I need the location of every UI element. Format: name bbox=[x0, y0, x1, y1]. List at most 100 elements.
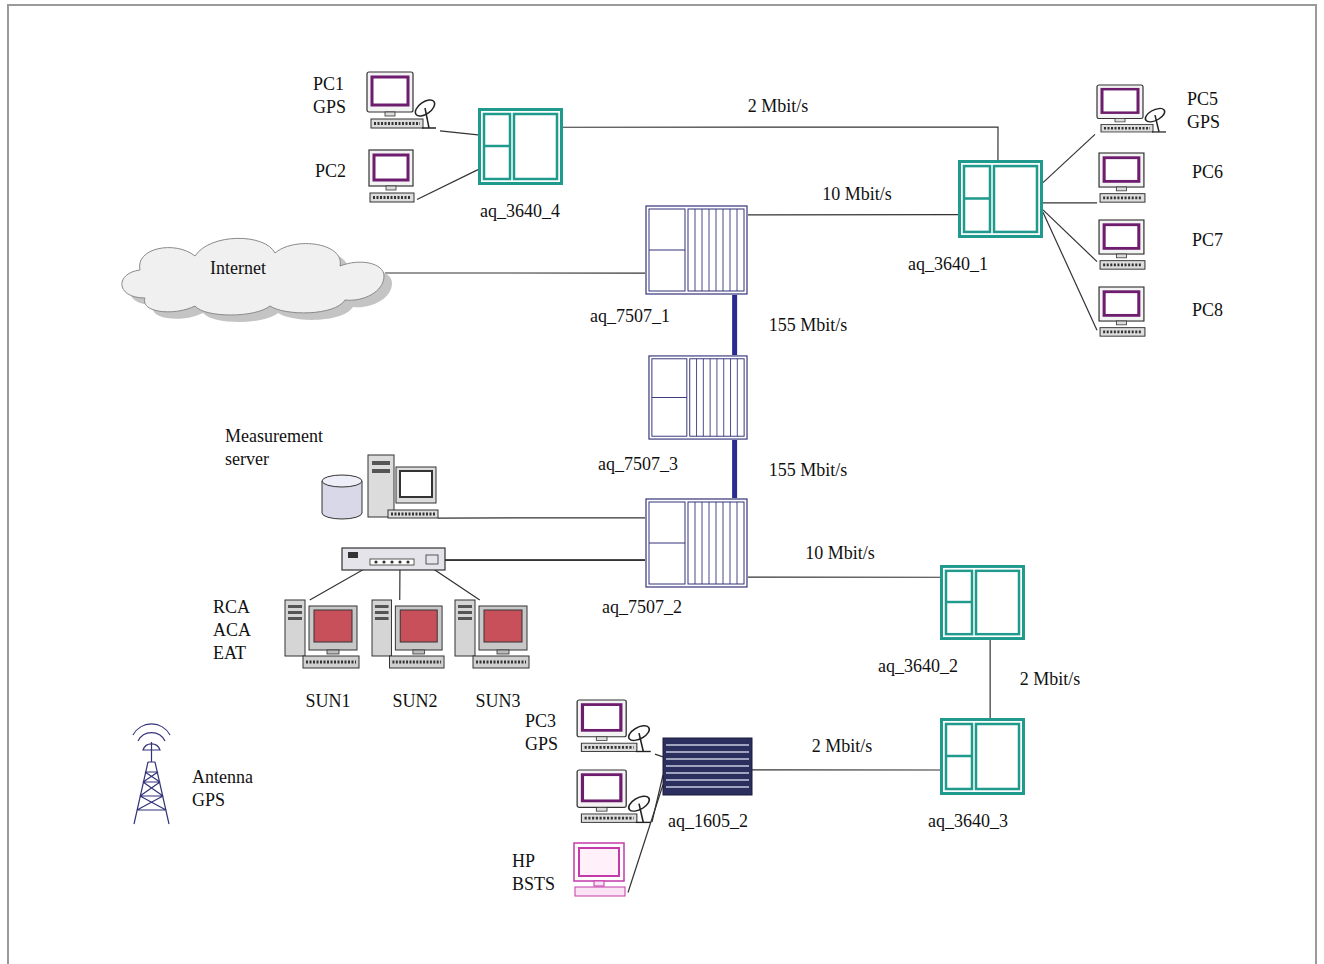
r7507-icon bbox=[645, 498, 748, 588]
router-case bbox=[646, 499, 747, 587]
router-case bbox=[649, 356, 747, 439]
label-holder: PC8 bbox=[1192, 299, 1223, 322]
router-slot bbox=[484, 114, 510, 179]
label-holder: aq_7507_3 bbox=[598, 453, 678, 476]
access-router: aq_3640_3 bbox=[940, 718, 1025, 795]
label-holder: SUN2 bbox=[392, 690, 437, 713]
node-label: aq_3640_2 bbox=[878, 655, 958, 678]
test-terminal: HP BSTS bbox=[572, 843, 628, 898]
label-holder: Measurement server bbox=[225, 425, 323, 471]
card-line bbox=[730, 502, 731, 584]
screen bbox=[372, 77, 408, 105]
pcdish-icon bbox=[575, 700, 655, 757]
keyboard bbox=[303, 656, 359, 668]
network-link bbox=[1043, 134, 1095, 182]
monitor bbox=[1099, 220, 1144, 254]
screen bbox=[400, 471, 432, 497]
hub-led bbox=[348, 552, 358, 558]
core-router: aq_7507_2 bbox=[645, 498, 748, 588]
keyboard bbox=[581, 814, 636, 822]
workstation-tower bbox=[285, 600, 305, 656]
label-holder: aq_3640_1 bbox=[908, 253, 988, 276]
card-line bbox=[737, 359, 738, 436]
link-label: 155 Mbit/s bbox=[766, 459, 851, 482]
r3640-icon bbox=[940, 565, 1025, 640]
network-link bbox=[417, 170, 478, 200]
node-label: aq_3640_4 bbox=[480, 200, 560, 223]
workstation: PC6 bbox=[1097, 153, 1148, 205]
node-label: Measurement server bbox=[225, 425, 323, 471]
page-frame bbox=[8, 5, 1316, 964]
label-holder: aq_7507_1 bbox=[590, 305, 670, 328]
access-router: aq_3640_4 bbox=[478, 108, 563, 185]
monitor bbox=[577, 700, 626, 737]
monitor-neck bbox=[327, 650, 339, 654]
monitor bbox=[369, 150, 413, 186]
keyboard bbox=[1100, 194, 1145, 203]
pc-icon bbox=[367, 150, 417, 205]
drive-slot bbox=[458, 617, 472, 620]
router-bay bbox=[976, 724, 1019, 789]
rack-case bbox=[663, 738, 752, 795]
label-holder: RCA ACA EAT bbox=[213, 596, 250, 665]
rack-stripe bbox=[666, 779, 749, 781]
slot-divider bbox=[964, 197, 990, 200]
drive-slot bbox=[288, 617, 302, 620]
label-holder: 10 Mbit/s bbox=[802, 542, 878, 565]
label-holder: 2 Mbit/s bbox=[809, 735, 876, 758]
label-holder: PC5 GPS bbox=[1187, 88, 1220, 134]
monitor-neck bbox=[1116, 254, 1126, 258]
card-line bbox=[723, 359, 724, 436]
trunk-link bbox=[732, 440, 737, 498]
pcdish-icon bbox=[1095, 85, 1170, 137]
card-line bbox=[730, 209, 731, 291]
access-router: aq_3640_2 bbox=[940, 565, 1025, 640]
router-bay bbox=[688, 502, 744, 584]
node-label: SUN3 bbox=[475, 690, 520, 713]
label-holder: Antenna GPS bbox=[192, 766, 253, 812]
card-line bbox=[723, 502, 724, 584]
drive-slot bbox=[375, 605, 389, 608]
network-link bbox=[748, 577, 940, 578]
dish-foot bbox=[1152, 131, 1166, 132]
keyboard bbox=[388, 510, 438, 518]
dish-stem bbox=[639, 733, 643, 751]
router-bay bbox=[688, 209, 744, 291]
internet-cloud: Internet bbox=[105, 228, 385, 318]
router-slot bbox=[652, 359, 687, 436]
keys bbox=[373, 196, 411, 199]
rack-stripe bbox=[666, 758, 749, 760]
slot-divider bbox=[649, 250, 685, 251]
label-holder: SUN3 bbox=[475, 690, 520, 713]
router-case bbox=[480, 110, 562, 184]
hub-port bbox=[390, 560, 393, 563]
screen bbox=[582, 705, 620, 731]
hub-port bbox=[382, 560, 385, 563]
gps-workstation: PC5 GPS bbox=[1095, 85, 1170, 137]
keys bbox=[374, 122, 420, 125]
network-link bbox=[440, 131, 478, 135]
monitor-neck bbox=[385, 112, 395, 116]
keys bbox=[391, 513, 435, 516]
link-label: 10 Mbit/s bbox=[819, 183, 895, 206]
network-link bbox=[990, 640, 991, 718]
router-case bbox=[646, 206, 747, 294]
hub-port bbox=[398, 560, 401, 563]
trunk-link bbox=[732, 295, 737, 355]
label-holder: PC7 bbox=[1192, 229, 1223, 252]
network-link bbox=[752, 769, 940, 770]
server-icon bbox=[322, 455, 438, 520]
drive-slot bbox=[288, 611, 302, 614]
router-case bbox=[942, 566, 1024, 638]
monitor-neck bbox=[386, 186, 396, 190]
link-label: 2 Mbit/s bbox=[1017, 668, 1084, 691]
pc-icon bbox=[1097, 220, 1148, 272]
dish-stem bbox=[1155, 115, 1159, 132]
hub-switch bbox=[426, 555, 438, 564]
card-line bbox=[702, 209, 703, 291]
network-link bbox=[385, 272, 645, 273]
network-link bbox=[420, 560, 645, 600]
workstation-link bbox=[652, 775, 663, 822]
